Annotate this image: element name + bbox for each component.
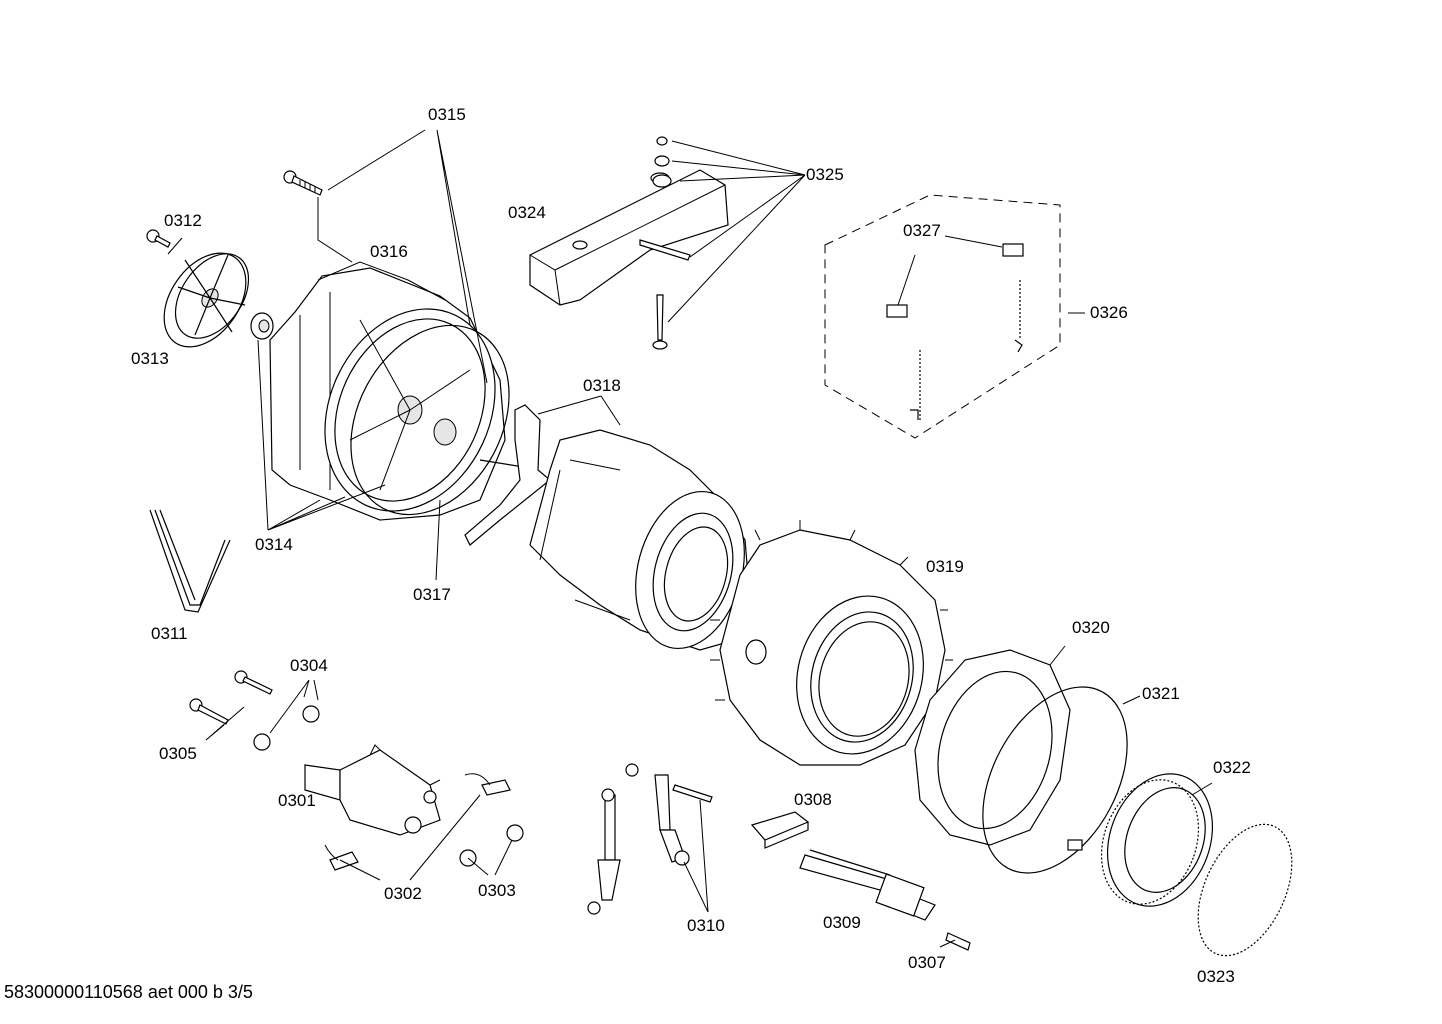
part-0324-counterweight (529, 169, 729, 306)
label-0318: 0318 (583, 376, 621, 395)
part-0305-screws (189, 670, 273, 725)
part-0315-screw (283, 170, 323, 196)
label-0322: 0322 (1213, 758, 1251, 777)
part-0320-frame (914, 649, 1071, 846)
label-0303: 0303 (478, 881, 516, 900)
part-0307-ntc (945, 932, 971, 951)
label-0312: 0312 (164, 211, 202, 230)
label-0302: 0302 (384, 884, 422, 903)
part-0308-sensor (750, 811, 810, 849)
part-0318-drum (464, 404, 751, 651)
part-0325-fasteners (652, 136, 672, 350)
label-0307: 0307 (908, 953, 946, 972)
part-0301-motor (304, 744, 441, 836)
label-0305: 0305 (159, 744, 197, 763)
label-0310: 0310 (687, 916, 725, 935)
part-0316-rear-tub (269, 261, 506, 521)
label-0317: 0317 (413, 585, 451, 604)
label-0308: 0308 (794, 790, 832, 809)
label-0311: 0311 (151, 624, 188, 643)
label-0316: 0316 (370, 242, 408, 261)
label-0315: 0315 (428, 105, 466, 124)
label-0324: 0324 (508, 203, 546, 222)
label-0326: 0326 (1090, 303, 1128, 322)
part-0313-pulley (163, 252, 250, 348)
label-0314: 0314 (255, 535, 293, 554)
part-0312-screw (146, 229, 171, 248)
part-0319-front-tub (710, 520, 953, 766)
document-id: 58300000110568 aet 000 b 3/5 (4, 982, 253, 1002)
part-0311-belt (149, 509, 231, 613)
label-0325: 0325 (806, 165, 844, 184)
label-0319: 0319 (926, 557, 964, 576)
label-0304: 0304 (290, 656, 328, 675)
label-0323: 0323 (1197, 967, 1235, 986)
label-0313: 0313 (131, 349, 169, 368)
part-0304-plugs (253, 705, 320, 751)
part-0310-shock-absorbers (587, 763, 713, 915)
part-0302-brushes (324, 773, 511, 871)
part-0321-clamp (982, 686, 1128, 874)
label-0321: 0321 (1142, 684, 1180, 703)
label-0301: 0301 (278, 791, 316, 810)
part-0326-springs (824, 194, 1061, 439)
part-0309-heater (799, 849, 936, 921)
label-0327: 0327 (903, 221, 941, 240)
part-0323-wire-ring (1197, 823, 1293, 957)
part-0314-bearing (250, 312, 274, 340)
leader-lines (167, 129, 1213, 948)
label-0309: 0309 (823, 913, 861, 932)
callout-labels: 0315 0312 0316 0313 0325 0324 0327 0326 … (131, 105, 1251, 986)
label-0320: 0320 (1072, 618, 1110, 637)
part-0322-door-seal (1100, 773, 1214, 907)
